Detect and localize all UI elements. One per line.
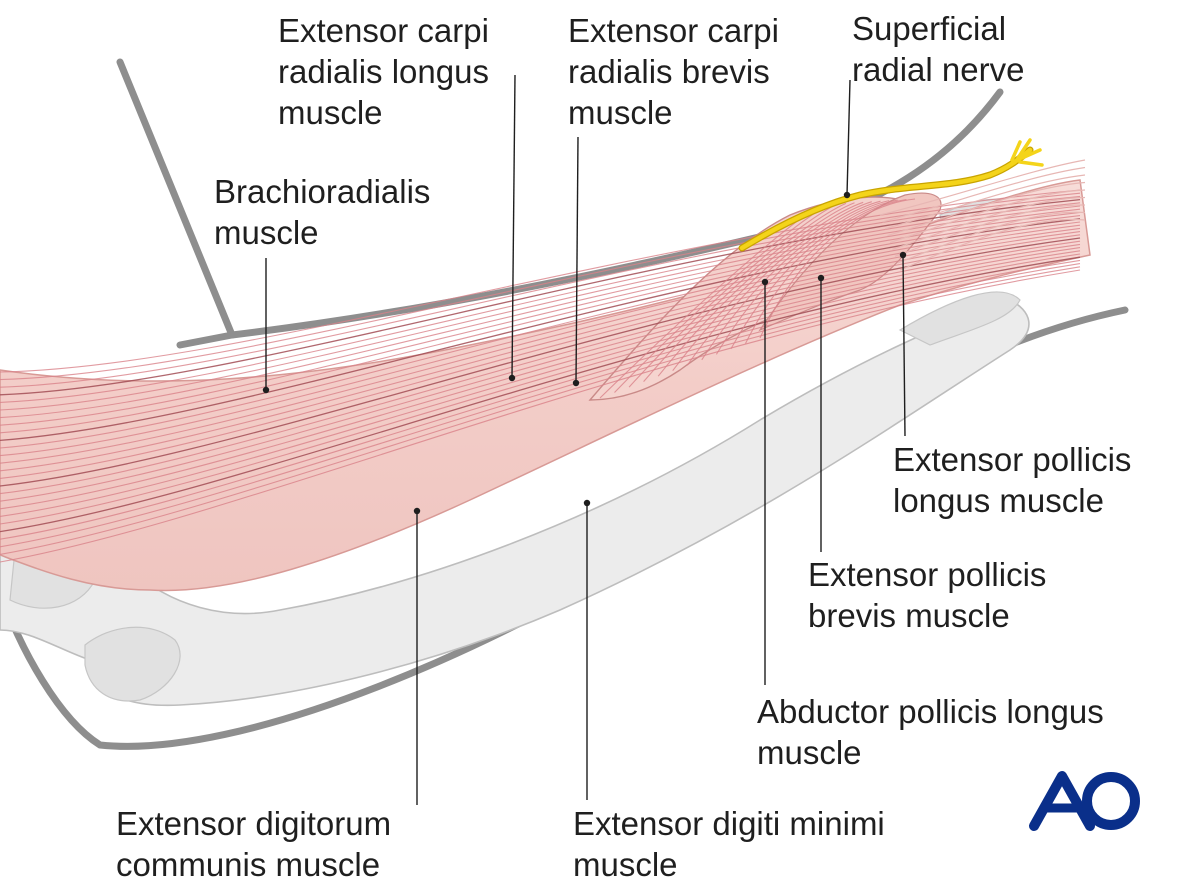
tendon-fiber [897,211,1086,264]
label-line: Superficial [852,10,1007,47]
label-line: Extensor digitorum [116,805,392,842]
muscle-fiber [0,237,1081,487]
leader-ecrb [575,136,579,384]
muscle-fiber [0,231,1081,472]
muscle-fiber [0,211,1081,426]
dot-brachioradialis [262,386,270,394]
muscle-fiber [0,208,1081,419]
label-line: communis muscle [116,846,381,883]
label-line: longus muscle [893,482,1104,519]
leader-ecrl [511,74,516,379]
ao-logo [1029,771,1140,831]
muscle-fiber [0,215,1081,434]
tendon-fiber [894,204,1086,257]
muscle-fiber [643,202,847,382]
dot-ecrl [508,374,516,382]
muscle-fiber [0,218,1081,442]
label-line: muscle [573,846,678,883]
label-line: muscle [278,94,383,131]
muscle-fiber [0,253,1081,525]
muscle-fiber [0,247,1081,510]
label-line: radialis brevis [568,53,770,90]
label-line: muscle [214,214,319,251]
dot-apl [761,278,769,286]
muscle-fiber [730,199,898,350]
muscle-fiber [0,205,1081,411]
tendon-fiber [889,189,1086,244]
muscle-fiber [0,221,1081,449]
dot-epb [817,274,825,282]
dot-edm [583,499,591,507]
muscle-fiber [0,224,1081,457]
muscle-fiber [614,204,829,393]
label-line: Extensor carpi [568,12,779,49]
dot-epl [899,251,907,259]
muscle-fiber [657,202,855,377]
muscle-fibers [0,189,1081,563]
tendon-fiber [899,218,1086,271]
muscle-fiber [0,195,1081,388]
label-extensor-digitorum-communis: Extensor digitorum communis muscle [116,803,391,885]
muscle-fiber [0,240,1081,495]
tendon-fiber [884,174,1086,230]
muscle-fiber [0,269,1081,563]
tendon-fiber [887,181,1086,237]
muscle-fiber [0,189,1081,373]
label-line: Abductor pollicis longus [757,693,1104,730]
label-superficial-radial-nerve: Superficial radial nerve [852,8,1024,90]
leader-nerve [846,79,851,196]
muscle-fiber [715,200,890,355]
label-line: radialis longus [278,53,489,90]
muscle-fiber [0,243,1081,502]
dot-nerve [843,191,851,199]
muscle-fiber [0,263,1081,548]
label-brachioradialis: Brachioradialis muscle [214,171,430,253]
dot-ecrb [572,379,580,387]
label-line: Extensor digiti minimi [573,805,885,842]
muscle-fiber [0,202,1081,403]
label-extensor-pollicis-longus: Extensor pollicis longus muscle [893,439,1131,521]
label-line: brevis muscle [808,597,1010,634]
label-extensor-pollicis-brevis: Extensor pollicis brevis muscle [808,554,1046,636]
muscle-fiber [745,198,907,344]
leader-epl [902,254,906,437]
muscle-fiber [672,201,864,372]
label-extensor-carpi-radialis-brevis: Extensor carpi radialis brevis muscle [568,10,779,133]
muscle-fiber [0,250,1081,517]
dot-edc [413,507,421,515]
tendon-fiber [882,166,1086,223]
muscle-fiber [0,266,1081,555]
label-abductor-pollicis-longus: Abductor pollicis longus muscle [757,691,1104,773]
muscle-fiber [0,256,1081,533]
label-line: Extensor pollicis [808,556,1047,593]
tendons [879,159,1086,271]
muscle-fiber [0,259,1081,540]
label-line: Brachioradialis [214,173,431,210]
leader-lines [262,74,907,805]
muscle-fiber [0,234,1081,479]
label-line: Extensor carpi [278,12,489,49]
muscle-fiber [759,198,916,339]
label-extensor-digiti-minimi: Extensor digiti minimi muscle [573,803,885,885]
muscle-fiber [0,227,1081,464]
label-line: Extensor pollicis [893,441,1132,478]
superficial-radial-nerve [738,138,1044,252]
muscle-fiber [701,200,881,361]
label-extensor-carpi-radialis-longus: Extensor carpi radialis longus muscle [278,10,489,133]
muscle-fiber [686,201,872,366]
label-line: muscle [757,734,862,771]
muscle-fiber [0,192,1081,381]
muscle-fiber [628,203,838,388]
tendon-fiber [892,196,1086,250]
label-line: muscle [568,94,673,131]
label-line: radial nerve [852,51,1025,88]
tendon-fiber [879,159,1086,216]
muscle-fiber [0,198,1081,396]
